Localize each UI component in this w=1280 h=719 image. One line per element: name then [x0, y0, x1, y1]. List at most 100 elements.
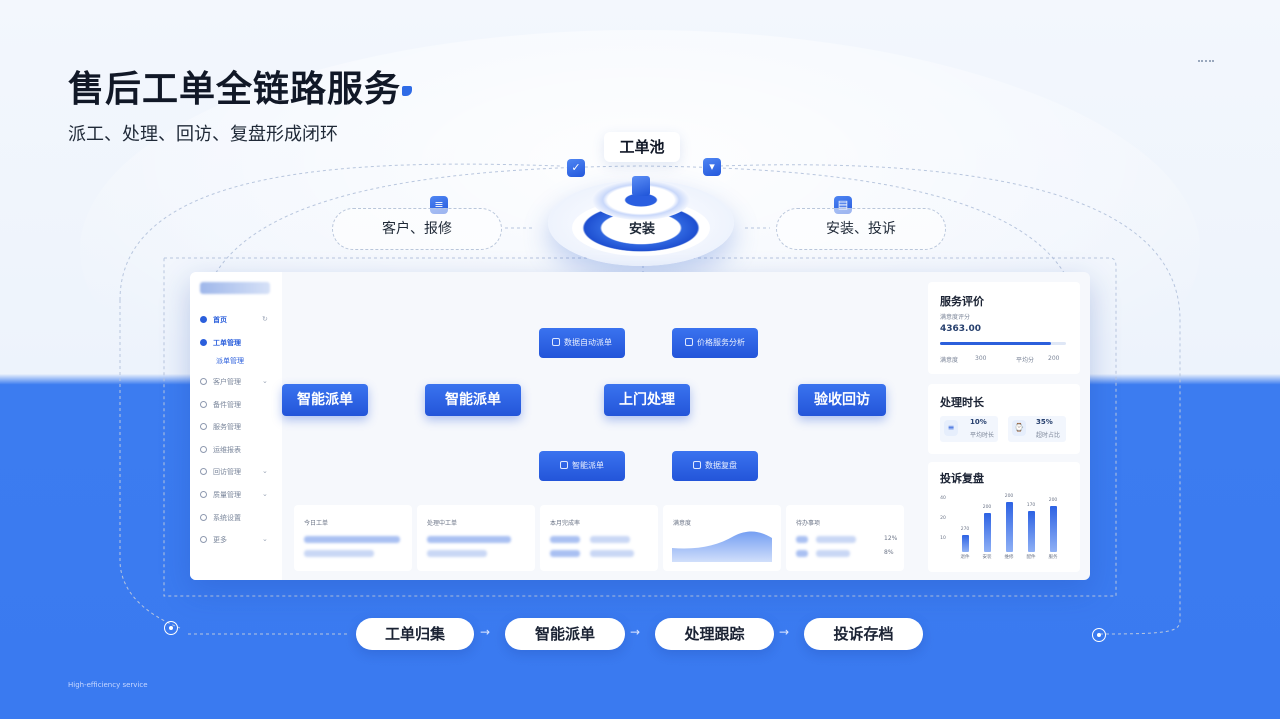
flow-start-node	[164, 621, 178, 635]
complaint-bar[interactable]	[984, 513, 991, 552]
service-eval-title: 服务评价	[940, 295, 984, 308]
complaint-category-label: 服务	[1048, 555, 1058, 560]
page-title: 售后工单全链路服务	[68, 69, 402, 110]
flow-smart-dispatch-left[interactable]: 智能派单	[282, 384, 368, 416]
flow-price-analysis[interactable]: 价格服务分析	[672, 328, 758, 358]
service-eval-card[interactable]	[928, 282, 1080, 374]
complaint-bar[interactable]	[1050, 506, 1057, 552]
stat-bar	[427, 536, 511, 543]
flow-data-review[interactable]: 数据复盘	[672, 451, 758, 481]
chevron-down-icon[interactable]: ⌄	[262, 490, 268, 498]
complaint-category-label: 安装	[982, 555, 992, 560]
complaint-bar[interactable]	[962, 535, 969, 552]
title-accent-icon	[402, 86, 412, 96]
stat-bar	[816, 550, 850, 557]
stat-bar	[304, 550, 374, 557]
sidebar-item-quality[interactable]: 质量管理	[200, 490, 241, 500]
sidebar-item-customers[interactable]: 客户管理	[200, 377, 241, 387]
process-time-value-1: 10%	[970, 418, 987, 426]
step-order-collection[interactable]: 工单归集	[356, 618, 474, 650]
checklist-icon: ✓	[567, 159, 585, 177]
stat-bar	[796, 550, 808, 557]
service-eval-right-value: 200	[1048, 355, 1060, 362]
todo-value: 12%	[884, 535, 898, 542]
sidebar-item-orders[interactable]: 工单管理	[200, 338, 241, 348]
stat-bar	[550, 536, 580, 543]
flow-dispatch-lower[interactable]: 智能派单	[539, 451, 625, 481]
arrow-right-icon: →	[480, 625, 491, 639]
complaint-category-label: 配件	[1026, 555, 1036, 560]
service-eval-mid-label: 平均分	[1016, 357, 1035, 364]
refresh-icon[interactable]: ↻	[262, 315, 268, 323]
flow-onsite-processing[interactable]: 上门处理	[604, 384, 690, 416]
flow-acceptance-visit[interactable]: 验收回访	[798, 384, 886, 416]
arrow-right-icon: →	[779, 625, 790, 639]
todo-value: 8%	[884, 549, 894, 556]
sidebar-item-service[interactable]: 服务管理	[200, 422, 241, 432]
sidebar-item-parts[interactable]: 备件管理	[200, 400, 241, 410]
stat-label: 本月完成率	[550, 520, 581, 527]
service-eval-bar	[940, 342, 1051, 345]
sidebar-item-more[interactable]: 更多	[200, 535, 227, 545]
cube-icon	[632, 176, 650, 196]
process-time-label-2: 超时占比	[1036, 432, 1061, 439]
complaint-y-tick: 20	[940, 516, 946, 521]
sidebar-item-settings[interactable]: 系统设置	[200, 513, 241, 523]
step-processing-tracking[interactable]: 处理跟踪	[655, 618, 774, 650]
stat-label: 处理中工单	[427, 520, 458, 527]
chevron-down-icon[interactable]: ⌄	[262, 377, 268, 385]
process-time-title: 处理时长	[940, 396, 984, 409]
page-subtitle: 派工、处理、回访、复盘形成闭环	[68, 124, 338, 145]
complaint-review-title: 投诉复盘	[940, 472, 984, 485]
complaint-bar-value: 200	[1004, 494, 1014, 499]
satisfaction-sparkline	[672, 531, 772, 562]
step-smart-dispatch[interactable]: 智能派单	[505, 618, 625, 650]
work-order-pool-label: 工单池	[604, 132, 680, 162]
stat-bar	[590, 550, 634, 557]
service-eval-subtitle: 满意度评分	[940, 314, 971, 321]
step-complaint-archive[interactable]: 投诉存档	[804, 618, 923, 650]
flow-auto-dispatch[interactable]: 数据自动派单	[539, 328, 625, 358]
document-icon: ≡	[944, 420, 958, 436]
clock-icon: ⌚	[1012, 420, 1026, 436]
stat-bar	[427, 550, 487, 557]
chevron-down-icon[interactable]: ⌄	[262, 535, 268, 543]
complaint-category-label: 维修	[1004, 555, 1014, 560]
footer-note: High-efficiency service	[68, 681, 148, 689]
service-eval-value: 4363.00	[940, 324, 981, 334]
flow-smart-dispatch[interactable]: 智能派单	[425, 384, 521, 416]
sidebar-subitem-dispatch[interactable]: 派单管理	[216, 357, 244, 365]
complaint-bar-value: 270	[960, 527, 970, 532]
customer-repair-pill[interactable]: 客户、报修	[332, 208, 502, 250]
stat-bar	[796, 536, 808, 543]
complaint-y-tick: 10	[940, 536, 946, 541]
shield-icon: ▾	[703, 158, 721, 176]
service-eval-low-label: 满意度	[940, 357, 959, 364]
stat-label: 今日工单	[304, 520, 329, 527]
stat-label: 满意度	[673, 520, 692, 527]
sidebar-item-visits[interactable]: 回访管理	[200, 467, 241, 477]
install-complaint-pill[interactable]: 安装、投诉	[776, 208, 946, 250]
service-eval-low-value: 300	[975, 355, 987, 362]
pool-center-label: 安装	[628, 222, 655, 237]
process-time-value-2: 35%	[1036, 418, 1053, 426]
complaint-bar[interactable]	[1006, 502, 1013, 552]
complaint-y-tick: 40	[940, 496, 946, 501]
sidebar-item-reports[interactable]: 运维报表	[200, 445, 241, 455]
stat-label: 待办事项	[796, 520, 821, 527]
app-logo	[200, 282, 270, 294]
complaint-bar-value: 170	[1026, 503, 1036, 508]
stat-bar	[304, 536, 400, 543]
stat-bar	[816, 536, 856, 543]
complaint-bar[interactable]	[1028, 511, 1035, 552]
corner-divider	[1198, 60, 1214, 62]
arrow-right-icon: →	[630, 625, 641, 639]
complaint-bar-value: 200	[982, 505, 992, 510]
flow-end-node	[1092, 628, 1106, 642]
stat-bar	[550, 550, 580, 557]
process-time-label-1: 平均时长	[970, 432, 995, 439]
complaint-bar-value: 200	[1048, 498, 1058, 503]
complaint-category-label: 退件	[960, 555, 970, 560]
sidebar-item-home[interactable]: 首页	[200, 315, 227, 325]
chevron-down-icon[interactable]: ⌄	[262, 467, 268, 475]
